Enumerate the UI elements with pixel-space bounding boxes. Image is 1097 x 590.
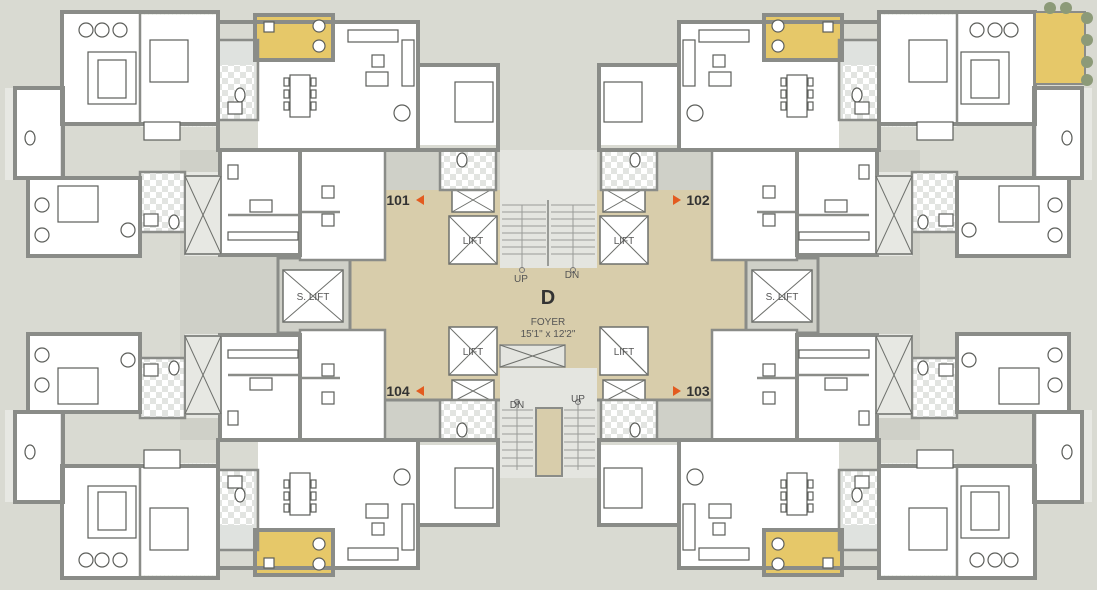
stair-treads-bottom — [502, 400, 595, 470]
unit-number-103: 103 — [686, 383, 710, 399]
service-lift-label-left: S. LIFT — [297, 292, 330, 303]
stair-treads-top — [502, 200, 595, 268]
stair-up-label-bottom: UP — [571, 394, 585, 405]
unit-number-104: 104 — [386, 383, 410, 399]
service-lift-label-right: S. LIFT — [766, 292, 799, 303]
lift-label-top-left: LIFT — [463, 236, 484, 247]
entry-arrow-102 — [673, 195, 681, 205]
stair-well-bottom — [535, 407, 563, 477]
foyer-size-label: 15'1" x 12'2" — [521, 329, 576, 340]
service-lift-right — [751, 269, 813, 323]
lift-top-left — [448, 215, 498, 265]
entry-arrow-101 — [416, 195, 424, 205]
service-lift-left — [282, 269, 344, 323]
unit-number-101: 101 — [386, 192, 410, 208]
foyer-label: FOYER — [531, 317, 565, 328]
entry-arrow-103 — [673, 386, 681, 396]
stair-dn-label-top: DN — [565, 270, 579, 281]
stair-dn-label-bottom: DN — [510, 400, 524, 411]
lift-label-bottom-right: LIFT — [614, 347, 635, 358]
lift-label-bottom-left: LIFT — [463, 347, 484, 358]
lift-top-right — [599, 215, 649, 265]
wing-label: D — [541, 287, 555, 309]
planter-top-right — [1034, 2, 1093, 86]
lift-label-top-right: LIFT — [614, 236, 635, 247]
stair-up-label-top: UP — [514, 274, 528, 285]
lift-bottom-left — [448, 326, 498, 376]
unit-number-102: 102 — [686, 192, 710, 208]
entry-arrow-104 — [416, 386, 424, 396]
lift-bottom-right — [599, 326, 649, 376]
unit-top-left — [5, 10, 500, 262]
